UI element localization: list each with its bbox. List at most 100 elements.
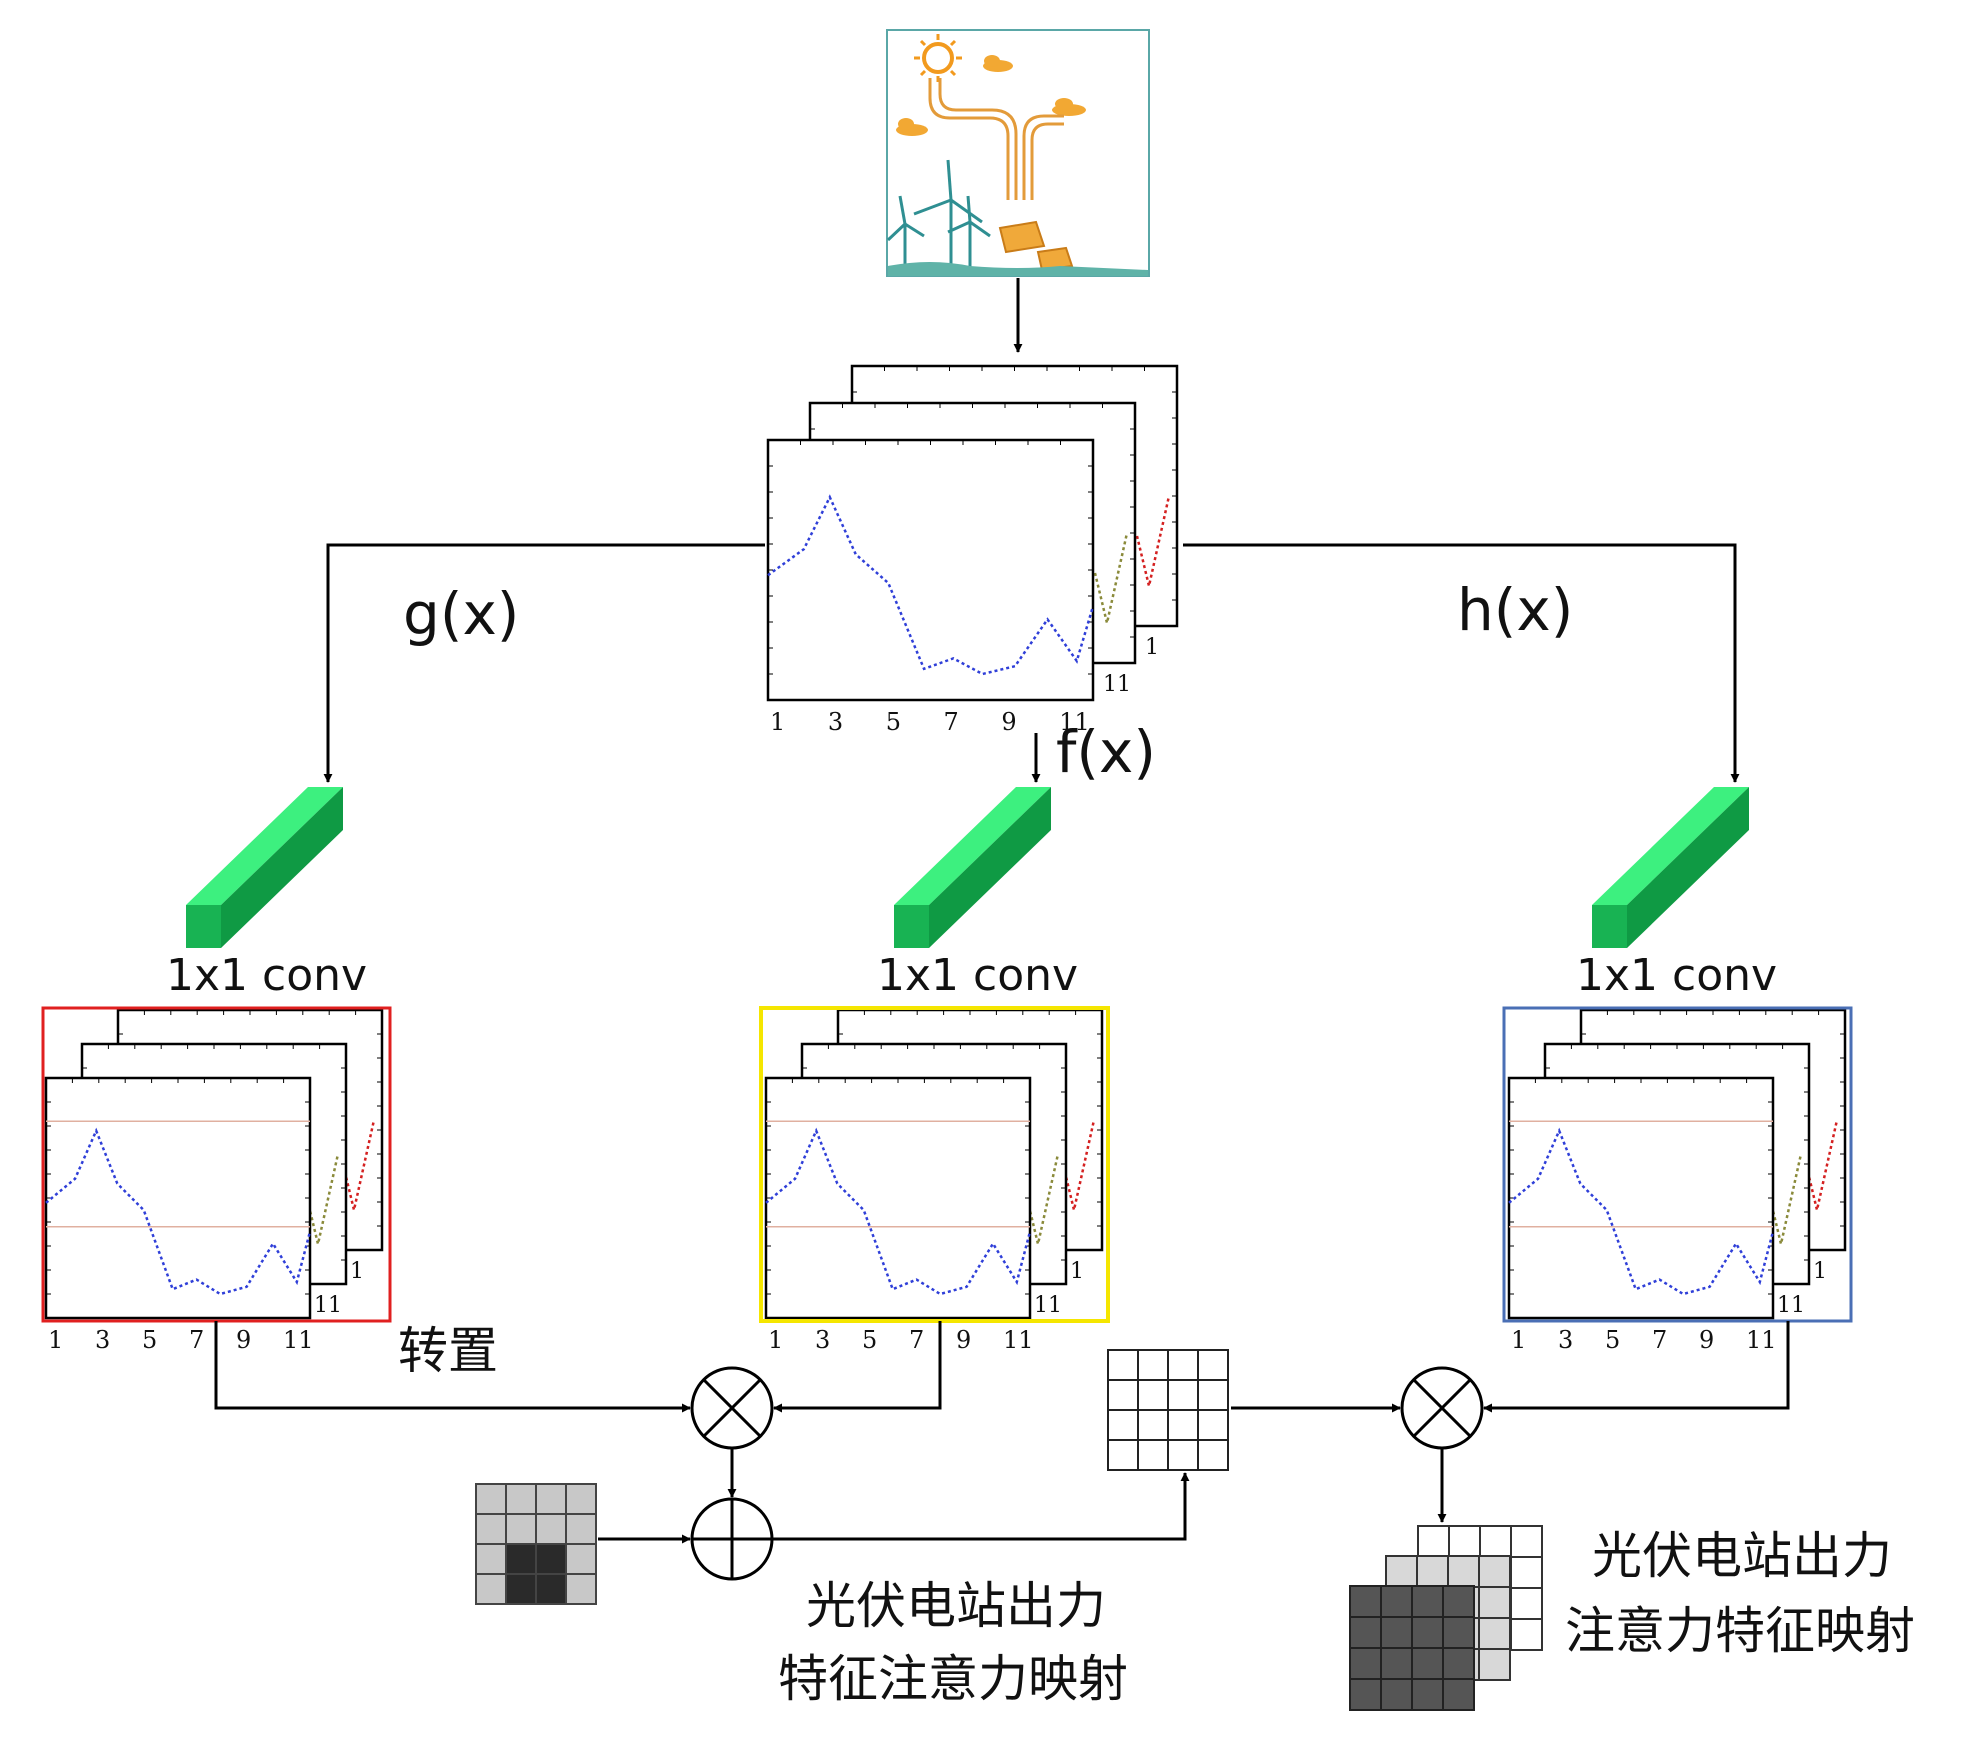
g-branch-arrow	[323, 543, 765, 783]
grid-cell	[1411, 1647, 1444, 1680]
tick-label: 11	[1103, 672, 1131, 697]
grid-cell	[1380, 1585, 1413, 1618]
conv-block-right	[1592, 787, 1749, 948]
yellow-frame	[759, 1006, 1110, 1323]
tick-label: 1	[48, 1326, 63, 1354]
solar-panel-icon	[998, 220, 1074, 272]
grid-cell	[1349, 1678, 1382, 1711]
conv-label-right: 1x1 conv	[1576, 950, 1777, 1001]
tick-label: 1	[1813, 1259, 1827, 1284]
grid-cell	[1478, 1617, 1511, 1650]
grid-cell	[535, 1483, 567, 1515]
grid-cell	[535, 1513, 567, 1545]
tick-label: 11	[1777, 1293, 1805, 1318]
tick-label: 9	[956, 1326, 971, 1354]
conv-block-mid	[894, 787, 1051, 948]
tick-label: 3	[95, 1326, 110, 1354]
tick-label: 5	[862, 1326, 877, 1354]
grid-cell	[1510, 1525, 1543, 1558]
grid-cell	[1349, 1585, 1382, 1618]
tick-label: 3	[1558, 1326, 1573, 1354]
right-caption-line2: 注意力特征映射	[1565, 1602, 1915, 1660]
attention-matrix-grid	[1107, 1349, 1229, 1471]
grid-cell	[1107, 1349, 1139, 1381]
tick-label: 11	[1746, 1326, 1777, 1354]
grid-cell	[565, 1543, 597, 1575]
grid-cell	[1448, 1525, 1481, 1558]
grass-icon	[888, 262, 1148, 276]
grid-cell	[1167, 1409, 1199, 1441]
tick-label: 11	[1034, 1293, 1062, 1318]
tick-label: 3	[828, 708, 843, 736]
blue-frame	[1502, 1006, 1853, 1323]
feature-map-panel	[44, 1076, 312, 1320]
grid-cell	[475, 1483, 507, 1515]
g-to-multiply-arrow	[214, 1321, 691, 1413]
h-to-multiply-arrow	[1483, 1321, 1790, 1413]
grid-cell	[505, 1573, 537, 1605]
grid-cell	[1167, 1439, 1199, 1471]
grid-cell	[1137, 1379, 1169, 1411]
feature-map-panel	[1507, 1076, 1775, 1320]
grid-cell	[565, 1573, 597, 1605]
tick-label: 11	[1059, 708, 1090, 736]
add-to-attention-arrow	[772, 1472, 1190, 1541]
grid-cell	[1197, 1439, 1229, 1471]
feature-map-panel	[764, 1076, 1032, 1320]
conv-block-left	[186, 787, 343, 948]
tick-label: 1	[770, 708, 785, 736]
grid-cell	[1197, 1379, 1229, 1411]
multiply-operator-left	[690, 1366, 774, 1450]
tick-label: 5	[142, 1326, 157, 1354]
grid-cell	[505, 1483, 537, 1515]
grid-cell	[1167, 1349, 1199, 1381]
grid-cell	[1107, 1409, 1139, 1441]
f-to-multiply-arrow	[773, 1321, 942, 1413]
tick-label: 7	[944, 708, 959, 736]
grid-cell	[505, 1543, 537, 1575]
sun-icon	[914, 34, 962, 82]
multiply-operator-right	[1400, 1366, 1484, 1450]
grid-cell	[1478, 1586, 1511, 1619]
tick-label: 3	[815, 1326, 830, 1354]
grid-cell	[1167, 1379, 1199, 1411]
grid-cell	[1416, 1555, 1449, 1588]
wind-turbine-icon	[886, 159, 991, 272]
mid-caption-line2: 特征注意力映射	[778, 1650, 1128, 1708]
grid-cell	[1510, 1556, 1543, 1589]
h-branch-arrow	[1183, 543, 1740, 783]
add-operator	[690, 1497, 774, 1581]
feature-map-panel	[766, 438, 1095, 702]
grid-cell	[1510, 1618, 1543, 1651]
grid-cell	[1197, 1349, 1229, 1381]
grid-cell	[1442, 1616, 1475, 1649]
output-feature-grid-stack	[1349, 1525, 1543, 1711]
conv-label-left: 1x1 conv	[166, 950, 367, 1001]
grid-cell	[1137, 1409, 1169, 1441]
tick-label: 7	[1652, 1326, 1667, 1354]
tick-label: 9	[236, 1326, 251, 1354]
grid-cell	[1510, 1587, 1543, 1620]
tick-label: 5	[886, 708, 901, 736]
cloud-icon	[896, 55, 1086, 136]
grid-cell	[1411, 1616, 1444, 1649]
grid-cell	[1479, 1525, 1512, 1558]
tick-label: 7	[909, 1326, 924, 1354]
tick-label: 11	[1003, 1326, 1034, 1354]
mid-caption-line1: 光伏电站出力	[806, 1577, 1106, 1635]
grid-cell	[1380, 1616, 1413, 1649]
grid-cell	[535, 1573, 567, 1605]
conv-label-mid: 1x1 conv	[877, 950, 1078, 1001]
h-label: h(x)	[1457, 576, 1573, 644]
grid-cell	[475, 1513, 507, 1545]
grid-cell	[1411, 1585, 1444, 1618]
tick-label: 9	[1699, 1326, 1714, 1354]
grid-cell	[535, 1543, 567, 1575]
g-label: g(x)	[403, 580, 519, 648]
tick-label: 5	[1605, 1326, 1620, 1354]
